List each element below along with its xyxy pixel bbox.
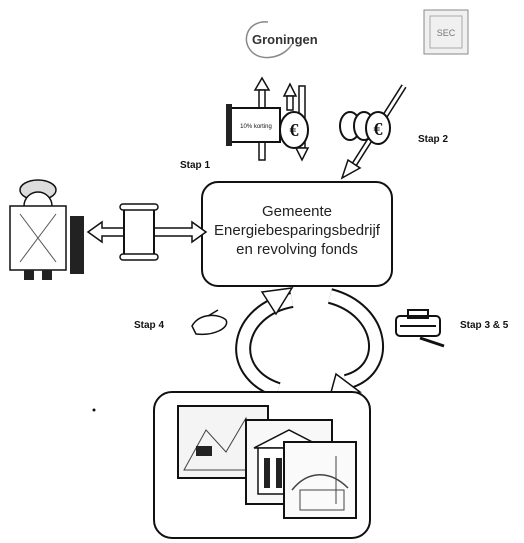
euro-bags-arrow-icon: €: [339, 84, 407, 180]
toolbox-icon: [395, 309, 445, 348]
cycle-left-arrow: [235, 287, 294, 398]
sign-board-text: 10% korting: [240, 124, 272, 130]
worker-icon: [9, 179, 84, 280]
step-1-label: Stap 1: [180, 160, 210, 171]
center-box-text: Gemeente Energiebesparingsbedrijf en rev…: [208, 202, 386, 259]
shoes-icon: [191, 309, 228, 336]
cycle-right-arrow: [327, 288, 384, 397]
euro-bag-symbol: €: [290, 120, 299, 140]
center-box-line-1: Gemeente: [261, 203, 333, 220]
stray-dot: [92, 408, 96, 412]
step-3-5-label: Stap 3 & 5: [460, 320, 509, 331]
step-2-label: Stap 2: [418, 134, 448, 145]
center-box-line-2: Energiebesparingsbedrijf: [214, 222, 380, 239]
groningen-logo: Groningen: [245, 21, 318, 59]
center-box-line-3: en revolving fonds: [236, 241, 358, 258]
document-exchange-icon: [86, 203, 208, 261]
building-sketch-3: [283, 441, 357, 519]
euro-bags-symbol: €: [374, 119, 383, 139]
partner-logo: SEC: [423, 9, 469, 55]
groningen-logo-text: Groningen: [252, 32, 318, 47]
partner-logo-text: SEC: [437, 28, 456, 38]
euro-bag-icon: €: [279, 82, 310, 162]
step-4-label: Stap 4: [134, 320, 164, 331]
sign-board-icon: 10% korting: [226, 76, 281, 161]
